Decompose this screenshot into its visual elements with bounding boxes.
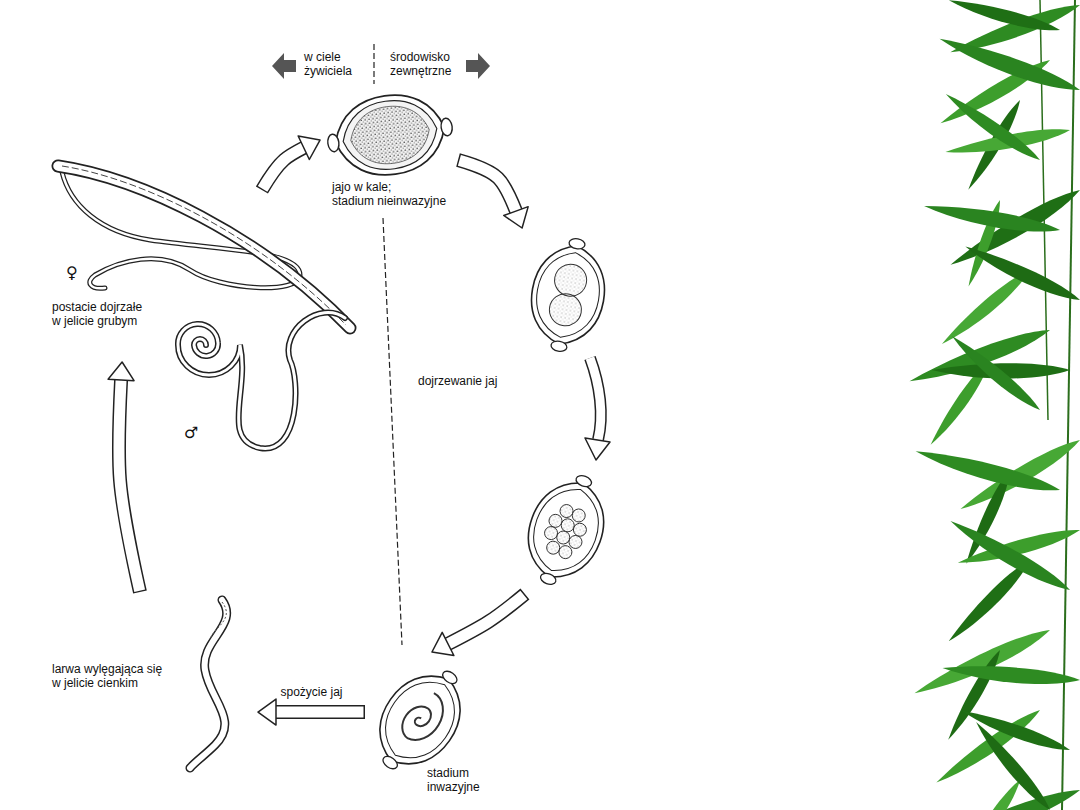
stage-arrow <box>585 438 610 460</box>
life-stage: larwa wylęgająca się w jelicie cienkim <box>48 592 258 772</box>
cycle-arrow <box>432 594 525 656</box>
bamboo-leaf <box>946 515 1073 597</box>
egg-shell <box>330 88 450 182</box>
egg-content <box>347 101 433 168</box>
arrow-head <box>108 362 134 381</box>
male-worm <box>178 313 345 449</box>
polar-plug <box>550 340 567 353</box>
stage-arrow <box>590 358 601 440</box>
sex-symbol: ♂ <box>184 424 204 442</box>
egg-shell <box>362 658 478 781</box>
larva-detail <box>210 602 226 640</box>
arrow-head <box>432 632 454 655</box>
egg-shell <box>524 240 612 351</box>
bamboo-leaf <box>942 89 1044 165</box>
bamboo-stem <box>1062 0 1075 810</box>
polar-plug <box>568 237 585 250</box>
divider-line <box>373 44 374 84</box>
life-stage: jajo w kale;stadium nieinwazyjne <box>320 92 458 210</box>
bamboo-leaf <box>923 199 1062 238</box>
polar-plug <box>440 669 459 686</box>
cycle-arrow <box>458 160 528 228</box>
egg-inner-shell <box>338 95 441 176</box>
polar-plug <box>440 118 453 137</box>
polar-plug <box>539 571 557 586</box>
bamboo-leaf <box>959 705 1071 756</box>
stage-arrow <box>590 358 601 440</box>
bamboo-leaf <box>947 332 1043 416</box>
stage-caption: postacie dojrzałe w jelicie grubym <box>52 300 148 328</box>
cycle-arrow <box>258 699 365 725</box>
region-label: środowisko zewnętrzne <box>390 50 464 78</box>
stage-caption: stadium inwazyjne <box>427 766 489 794</box>
bamboo-leaf <box>936 32 1080 99</box>
polar-plug <box>575 474 593 489</box>
life-stage: stadium inwazyjne <box>365 652 500 796</box>
egg-drawing <box>523 233 614 358</box>
direction-arrow <box>466 53 490 79</box>
egg-cell <box>552 262 589 299</box>
stage-caption: larwa wylęgająca się w jelicie cienkim <box>52 662 170 690</box>
larva-drawing <box>190 600 227 768</box>
arrow-shaft <box>119 362 140 592</box>
stage-caption: dojrzewanie jaj <box>418 374 518 388</box>
coiled-larva <box>396 687 452 748</box>
polar-plug <box>327 133 340 152</box>
bamboo-leaf <box>962 241 1080 307</box>
arrow-label: spożycie jaj <box>277 685 345 699</box>
arrow-head <box>298 136 320 159</box>
bamboo-leaf <box>956 777 1025 810</box>
arrow-head <box>504 207 528 228</box>
bamboo-leaf <box>913 444 1062 499</box>
male-worm <box>178 313 345 449</box>
egg-drawing <box>513 464 620 596</box>
egg-cells <box>538 500 592 562</box>
cycle-arrow <box>262 136 320 190</box>
stage-caption: stadium nieinwazyjne <box>332 194 454 208</box>
region-label: w ciele żywiciela <box>304 50 360 78</box>
stage-caption: jajo w kale; <box>332 180 454 194</box>
arrow-head <box>258 699 276 725</box>
egg-inner-shell <box>522 479 610 581</box>
sex-symbol: ♀ <box>66 264 86 282</box>
egg-drawing <box>322 87 457 183</box>
direction-arrow <box>272 53 296 79</box>
cycle-arrow <box>108 362 140 592</box>
bamboo-decoration <box>907 0 1080 810</box>
life-stage: dojrzewanie jaj <box>412 228 617 594</box>
divider-line <box>383 218 402 645</box>
bamboo-leaf <box>942 661 1080 688</box>
egg-inner-shell <box>530 247 606 342</box>
arrow-shaft <box>119 362 140 592</box>
egg-inner-shell <box>370 667 470 773</box>
polar-plug <box>381 754 400 771</box>
larva-drawing <box>190 600 227 768</box>
egg-shell <box>515 471 617 590</box>
bamboo-leaf <box>971 718 1055 810</box>
egg-cell <box>547 291 584 328</box>
bamboo-leaf <box>947 0 1061 37</box>
life-stage: postacie dojrzałe w jelicie grubym <box>48 190 358 362</box>
